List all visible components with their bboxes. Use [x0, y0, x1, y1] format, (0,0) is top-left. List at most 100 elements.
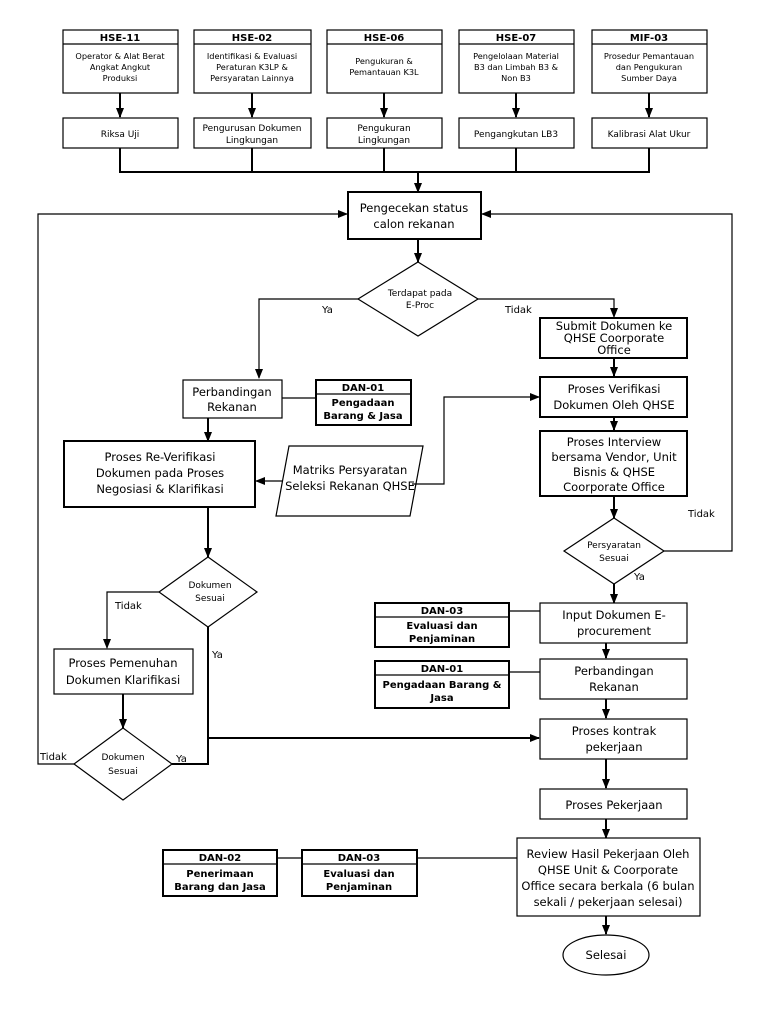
- ref-dan02: DAN-02 Penerimaan Barang dan Jasa: [162, 849, 278, 897]
- node-text: Matriks Persyaratan: [293, 463, 408, 477]
- node-text: Dokumen: [188, 581, 231, 591]
- node-text: Sumber Daya: [621, 73, 677, 83]
- node-text: Perbandingan: [192, 385, 271, 399]
- top-code-hse07: HSE-07 Pengelolaan Material B3 dan Limba…: [458, 29, 575, 94]
- node-text: Office secara berkala (6 bulan: [521, 879, 694, 893]
- node-text: Proses Interview: [567, 435, 661, 449]
- node-text: Riksa Uji: [101, 130, 140, 140]
- node-text: Review Hasil Pekerjaan Oleh: [527, 847, 690, 861]
- node-input-dokumen: Input Dokumen E- procurement: [539, 602, 688, 644]
- label-tidak-2: Tidak: [687, 509, 715, 520]
- sub-riksa-uji: Riksa Uji: [62, 117, 179, 149]
- node-text: Dokumen pada Proses: [96, 466, 224, 480]
- node-text: Pengadaan: [332, 398, 395, 409]
- node-text: Pemantauan K3L: [349, 67, 419, 77]
- node-text: E-Proc: [406, 301, 434, 311]
- node-text: Operator & Alat Berat: [75, 51, 165, 61]
- node-text: Seleksi Rekanan QHSE: [285, 479, 415, 493]
- node-text: Pengelolaan Material: [473, 51, 559, 61]
- top-code-mif03: MIF-03 Prosedur Pemantauan dan Pengukura…: [591, 29, 708, 94]
- node-text: Dokumen Oleh QHSE: [553, 398, 674, 412]
- top-code-hse11: HSE-11 Operator & Alat Berat Angkat Angk…: [62, 29, 179, 94]
- node-text: Pengangkutan LB3: [474, 130, 558, 140]
- node-text: Proses Pekerjaan: [565, 798, 662, 812]
- label-tidak-3: Tidak: [114, 601, 142, 612]
- node-text: Pengukuran: [357, 124, 410, 134]
- top-code-hse02: HSE-02 Identifikasi & Evaluasi Peraturan…: [193, 29, 312, 94]
- decision-persyaratan-sesuai: Persyaratan Sesuai: [562, 517, 666, 585]
- node-text: MIF-03: [630, 33, 668, 44]
- node-text: Identifikasi & Evaluasi: [207, 51, 297, 61]
- node-text: Sesuai: [195, 594, 225, 604]
- node-text: Penjaminan: [326, 882, 392, 893]
- node-text: DAN-03: [338, 853, 381, 864]
- node-text: Evaluasi dan: [406, 621, 477, 632]
- node-review-hasil: Review Hasil Pekerjaan Oleh QHSE Unit & …: [516, 837, 701, 917]
- sub-pengukuran-lingkungan: Pengukuran Lingkungan: [326, 117, 443, 149]
- label-tidak-4: Tidak: [39, 752, 67, 763]
- node-text: Terdapat pada: [387, 289, 452, 299]
- node-perbandingan-rekanan-right: Perbandingan Rekanan: [539, 658, 688, 700]
- label-ya-3: Ya: [211, 650, 223, 661]
- node-text: Lingkungan: [226, 136, 278, 146]
- node-selesai: Selesai: [562, 934, 650, 976]
- node-text: Negosiasi & Klarifikasi: [96, 482, 223, 496]
- node-text: HSE-07: [496, 33, 537, 44]
- node-text: Jasa: [429, 693, 453, 704]
- node-text: Pengurusan Dokumen: [202, 124, 301, 134]
- node-text: Sesuai: [599, 554, 629, 564]
- node-text: Coorporate Office: [563, 480, 665, 494]
- node-text: Rekanan: [589, 680, 639, 694]
- node-text: Dokumen: [101, 753, 144, 763]
- node-text: Barang dan Jasa: [174, 882, 265, 893]
- sub-pengurusan-dokumen: Pengurusan Dokumen Lingkungan: [193, 117, 312, 149]
- node-text: B3 dan Limbah B3 &: [474, 62, 559, 72]
- node-text: QHSE Coorporate: [564, 331, 664, 345]
- label-ya-1: Ya: [321, 305, 333, 316]
- node-text: calon rekanan: [373, 217, 454, 231]
- ref-dan01-left: DAN-01 Pengadaan Barang & Jasa: [315, 379, 412, 426]
- node-text: Sesuai: [108, 767, 138, 777]
- node-text: Pengecekan status: [360, 201, 468, 215]
- node-proses-re-verifikasi: Proses Re-Verifikasi Dokumen pada Proses…: [63, 440, 256, 508]
- node-text: bersama Vendor, Unit: [551, 450, 677, 464]
- sub-kalibrasi: Kalibrasi Alat Ukur: [591, 117, 708, 149]
- node-text: Selesai: [586, 948, 627, 962]
- node-text: dan Pengukuran: [616, 62, 683, 72]
- node-text: sekali / pekerjaan selesai): [534, 895, 683, 909]
- top-code-hse06: HSE-06 Pengukuran & Pemantauan K3L: [326, 29, 443, 94]
- node-proses-pekerjaan: Proses Pekerjaan: [539, 788, 688, 820]
- node-text: DAN-02: [199, 853, 242, 864]
- node-text: Proses Re-Verifikasi: [105, 450, 216, 464]
- node-text: Evaluasi dan: [323, 869, 394, 880]
- sub-pengangkutan-lb3: Pengangkutan LB3: [458, 117, 575, 149]
- node-text: Barang & Jasa: [323, 411, 402, 422]
- node-pengecekan-status: Pengecekan status calon rekanan: [347, 191, 482, 240]
- node-proses-interview: Proses Interview bersama Vendor, Unit Bi…: [539, 430, 688, 497]
- label-tidak-1: Tidak: [504, 305, 532, 316]
- node-proses-pemenuhan: Proses Pemenuhan Dokumen Klarifikasi: [53, 648, 194, 695]
- node-text: Proses kontrak: [572, 724, 657, 738]
- node-text: Proses Verifikasi: [568, 382, 661, 396]
- node-text: Angkat Angkut: [90, 62, 151, 72]
- node-text: HSE-02: [232, 33, 273, 44]
- node-text: DAN-03: [421, 606, 464, 617]
- node-proses-kontrak: Proses kontrak pekerjaan: [539, 718, 688, 760]
- node-text: Bisnis & QHSE: [573, 465, 655, 479]
- node-text: HSE-06: [364, 33, 405, 44]
- node-proses-verifikasi: Proses Verifikasi Dokumen Oleh QHSE: [539, 376, 688, 418]
- label-ya-4: Ya: [175, 754, 187, 765]
- node-text: Persyaratan: [587, 541, 641, 551]
- decision-dokumen-sesuai-lower: Dokumen Sesuai: [72, 727, 174, 801]
- node-text: HSE-11: [100, 33, 141, 44]
- node-text: Penerimaan: [186, 869, 253, 880]
- node-text: Persyaratan Lainnya: [210, 73, 294, 83]
- node-text: Office: [597, 343, 631, 357]
- node-text: Dokumen Klarifikasi: [66, 673, 180, 687]
- node-text: Prosedur Pemantauan: [604, 51, 694, 61]
- node-text: Peraturan K3LP &: [216, 62, 288, 72]
- decision-dokumen-sesuai-upper: Dokumen Sesuai: [157, 556, 259, 628]
- node-text: Rekanan: [207, 400, 257, 414]
